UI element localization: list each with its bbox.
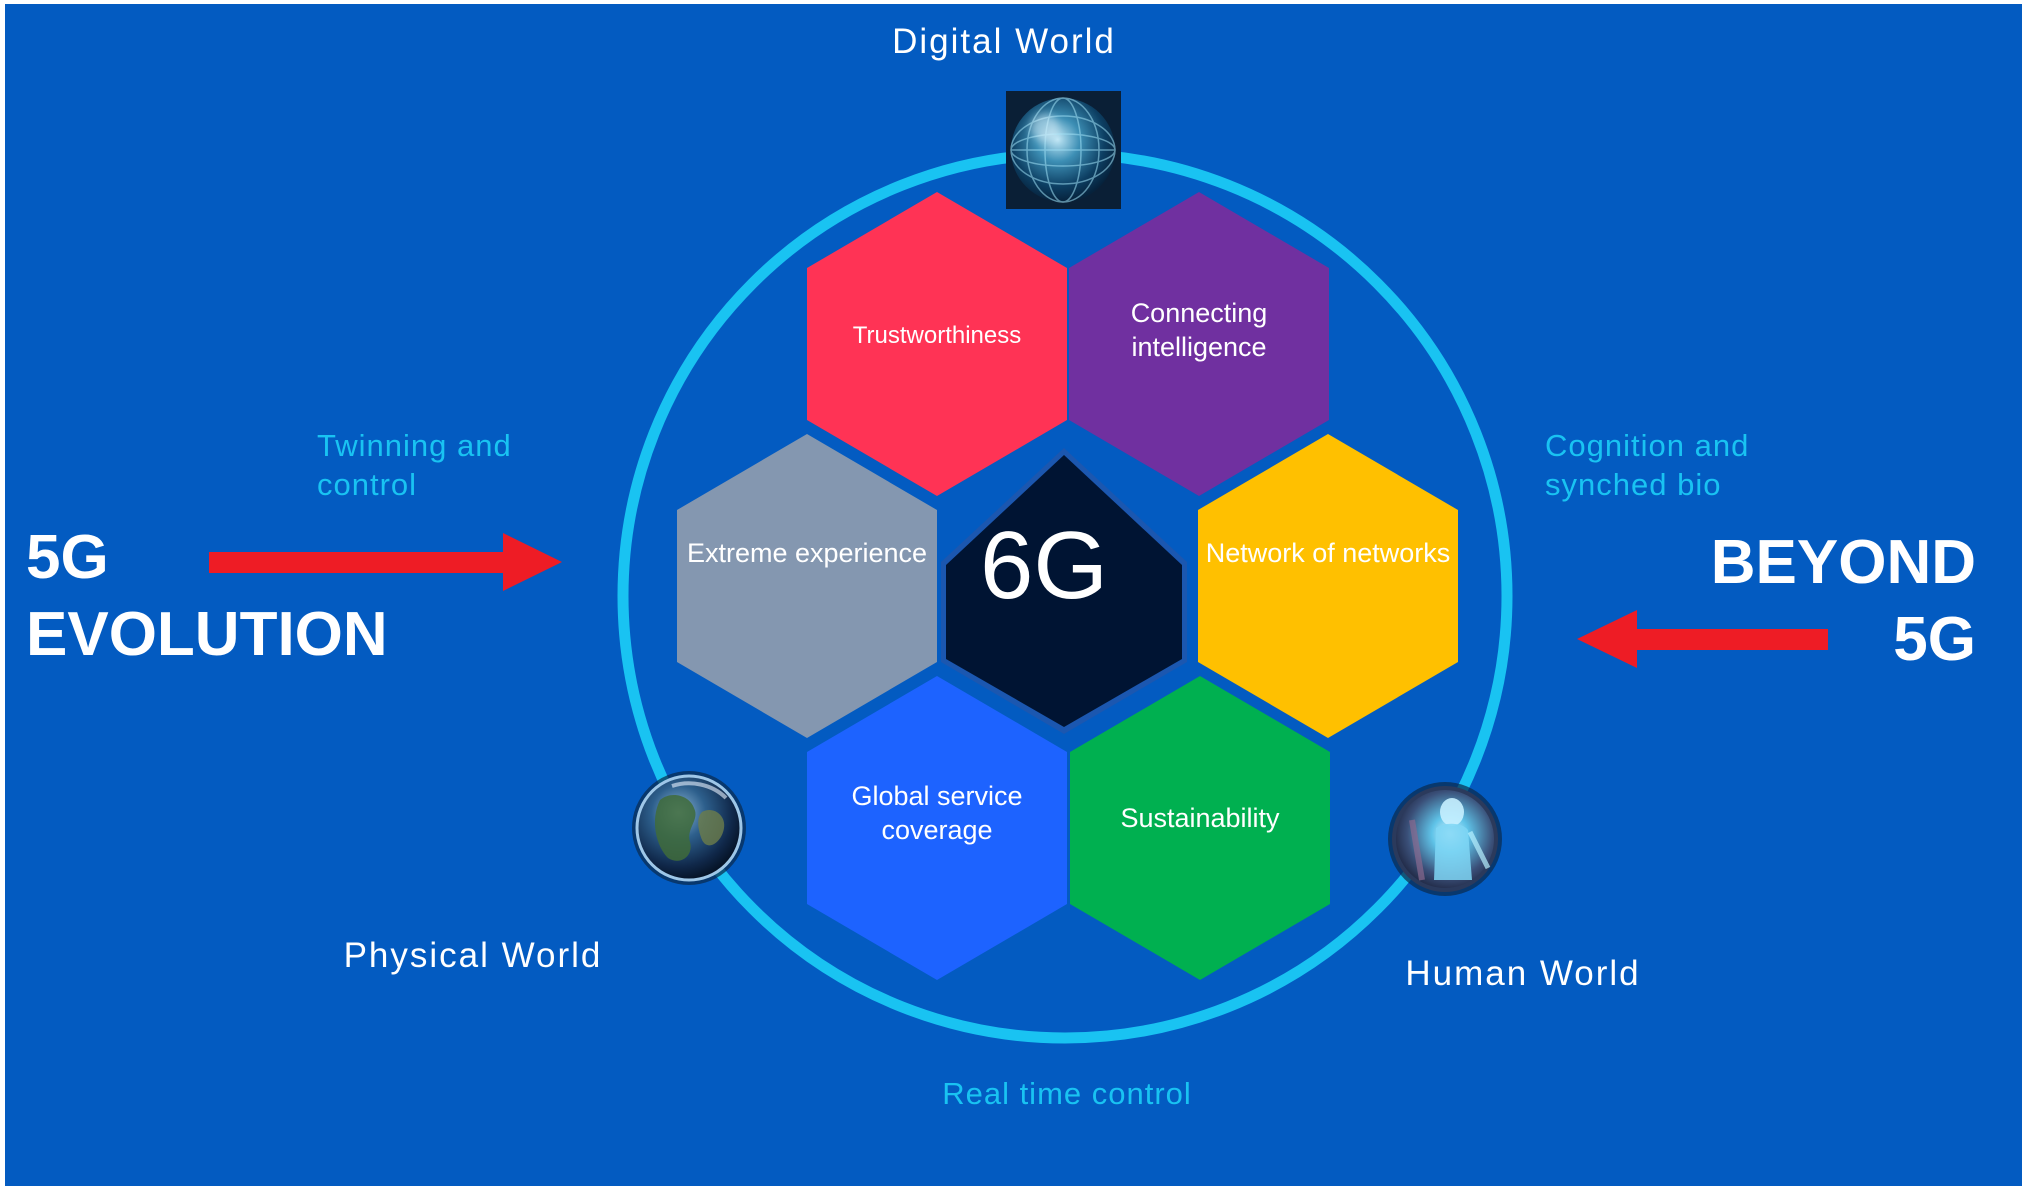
hex-label-xp-1: Extreme experience	[687, 538, 927, 568]
right-pointing-arrow	[209, 533, 562, 591]
hex-trust	[807, 192, 1067, 496]
earth-icon	[632, 771, 746, 885]
twinning-label-line1: Twinning and	[317, 428, 512, 463]
hex-label-intel-1: Connecting	[1131, 298, 1268, 328]
cognition-label-line1: Cognition and	[1545, 428, 1749, 463]
center-hex	[946, 455, 1182, 727]
right-label-line2: 5G	[1893, 605, 1976, 674]
left-label-line2: EVOLUTION	[26, 600, 388, 669]
cognition-label-line2: synched bio	[1545, 467, 1721, 502]
right-label-line1: BEYOND	[1711, 528, 1976, 597]
hex-label-global-1: Global service	[851, 781, 1022, 811]
hex-label-nets-1: Network of networks	[1206, 538, 1451, 568]
left-label-line1: 5G	[26, 523, 109, 592]
hex-intel	[1069, 192, 1329, 496]
physical-world-label: Physical World	[344, 936, 603, 975]
hex-label-global-2: coverage	[881, 815, 992, 845]
center-label-6g: 6G	[980, 512, 1108, 619]
capability-hexagons: Trustworthiness Connecting intelligenceExt…	[677, 192, 1458, 980]
human-body-icon	[1388, 782, 1502, 896]
realtime-control-label: Real time control	[942, 1076, 1192, 1111]
hex-global	[807, 676, 1067, 980]
hex-label-sust-1: Sustainability	[1120, 803, 1280, 833]
hex-nets	[1198, 434, 1458, 738]
human-world-label: Human World	[1405, 954, 1640, 993]
digital-world-label: Digital World	[892, 22, 1116, 61]
twinning-label-line2: control	[317, 467, 417, 502]
hex-label-intel-2: intelligence	[1131, 332, 1266, 362]
hex-sust	[1070, 676, 1330, 980]
hex-label-trust-1: Trustworthiness	[853, 322, 1022, 349]
hex-xp	[677, 434, 937, 738]
digital-globe-icon	[1006, 91, 1121, 209]
left-pointing-arrow	[1577, 610, 1828, 668]
